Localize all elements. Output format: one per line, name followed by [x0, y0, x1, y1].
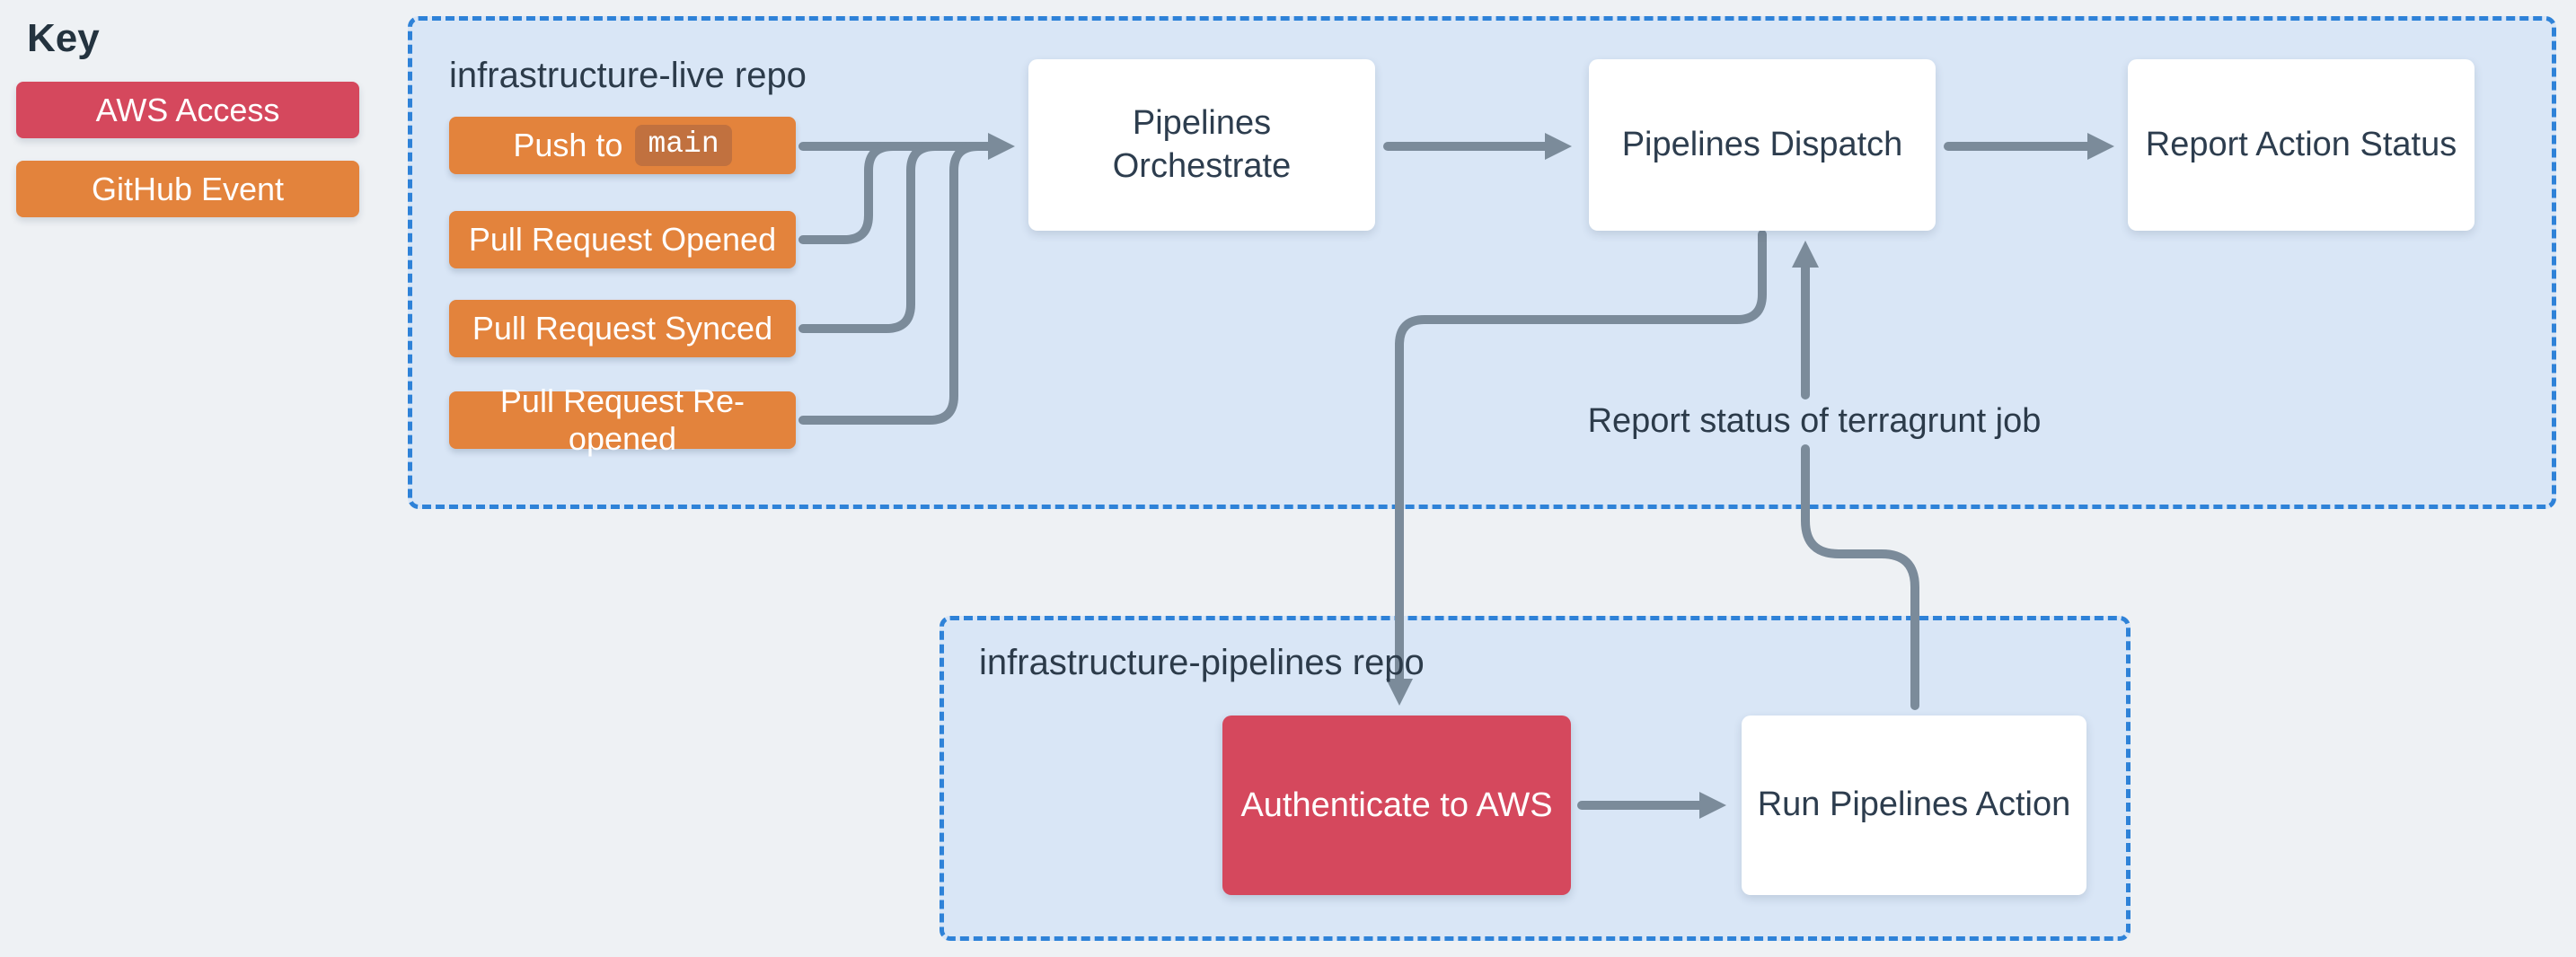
node-push-to-main: Push to main: [449, 117, 796, 174]
node-pipelines-dispatch: Pipelines Dispatch: [1589, 59, 1936, 231]
pull-request-synced-label: Pull Request Synced: [472, 310, 773, 347]
legend-aws-access-label: AWS Access: [95, 91, 280, 128]
edge-dispatch-to-authenticate: [1386, 230, 1767, 706]
branch-chip-main: main: [635, 125, 732, 166]
pipelines-dispatch-label: Pipelines Dispatch: [1621, 125, 1903, 163]
pull-request-opened-label: Pull Request Opened: [468, 221, 777, 258]
edge-label-terragrunt-status: Report status of terragrunt job: [1587, 402, 2042, 440]
node-pull-request-opened: Pull Request Opened: [449, 211, 796, 268]
legend-github-event: GitHub Event: [16, 161, 359, 217]
authenticate-to-aws-label: Authenticate to AWS: [1240, 786, 1553, 824]
pipelines-orchestrate-label: Pipelines Orchestrate: [1112, 104, 1292, 185]
group-label-infrastructure-pipelines-repo: infrastructure-pipelines repo: [979, 643, 1425, 682]
node-pull-request-synced: Pull Request Synced: [449, 300, 796, 357]
node-run-pipelines-action: Run Pipelines Action: [1742, 716, 2086, 895]
run-pipelines-action-label: Run Pipelines Action: [1757, 786, 2071, 824]
pull-request-reopened-label: Pull Request Re-opened: [499, 382, 745, 457]
legend-aws-access: AWS Access: [16, 82, 359, 138]
edge-pr-synced-to-orchestrate: [798, 142, 940, 333]
node-pull-request-reopened: Pull Request Re-opened: [449, 382, 796, 457]
group-label-infrastructure-live-repo: infrastructure-live repo: [449, 56, 807, 95]
legend-title: Key: [27, 16, 100, 60]
edge-pr-reopened-to-orchestrate: [798, 142, 983, 425]
report-action-status-label: Report Action Status: [2145, 125, 2457, 163]
edge-pr-opened-to-orchestrate: [798, 142, 897, 244]
node-report-action-status: Report Action Status: [2128, 59, 2475, 231]
push-to-main-label: Push to: [513, 127, 623, 163]
legend-github-event-label: GitHub Event: [91, 170, 285, 207]
node-authenticate-to-aws: Authenticate to AWS: [1222, 716, 1571, 895]
edge-run-action-to-dispatch-lower: [1801, 444, 1919, 710]
node-pipelines-orchestrate: Pipelines Orchestrate: [1028, 59, 1375, 231]
